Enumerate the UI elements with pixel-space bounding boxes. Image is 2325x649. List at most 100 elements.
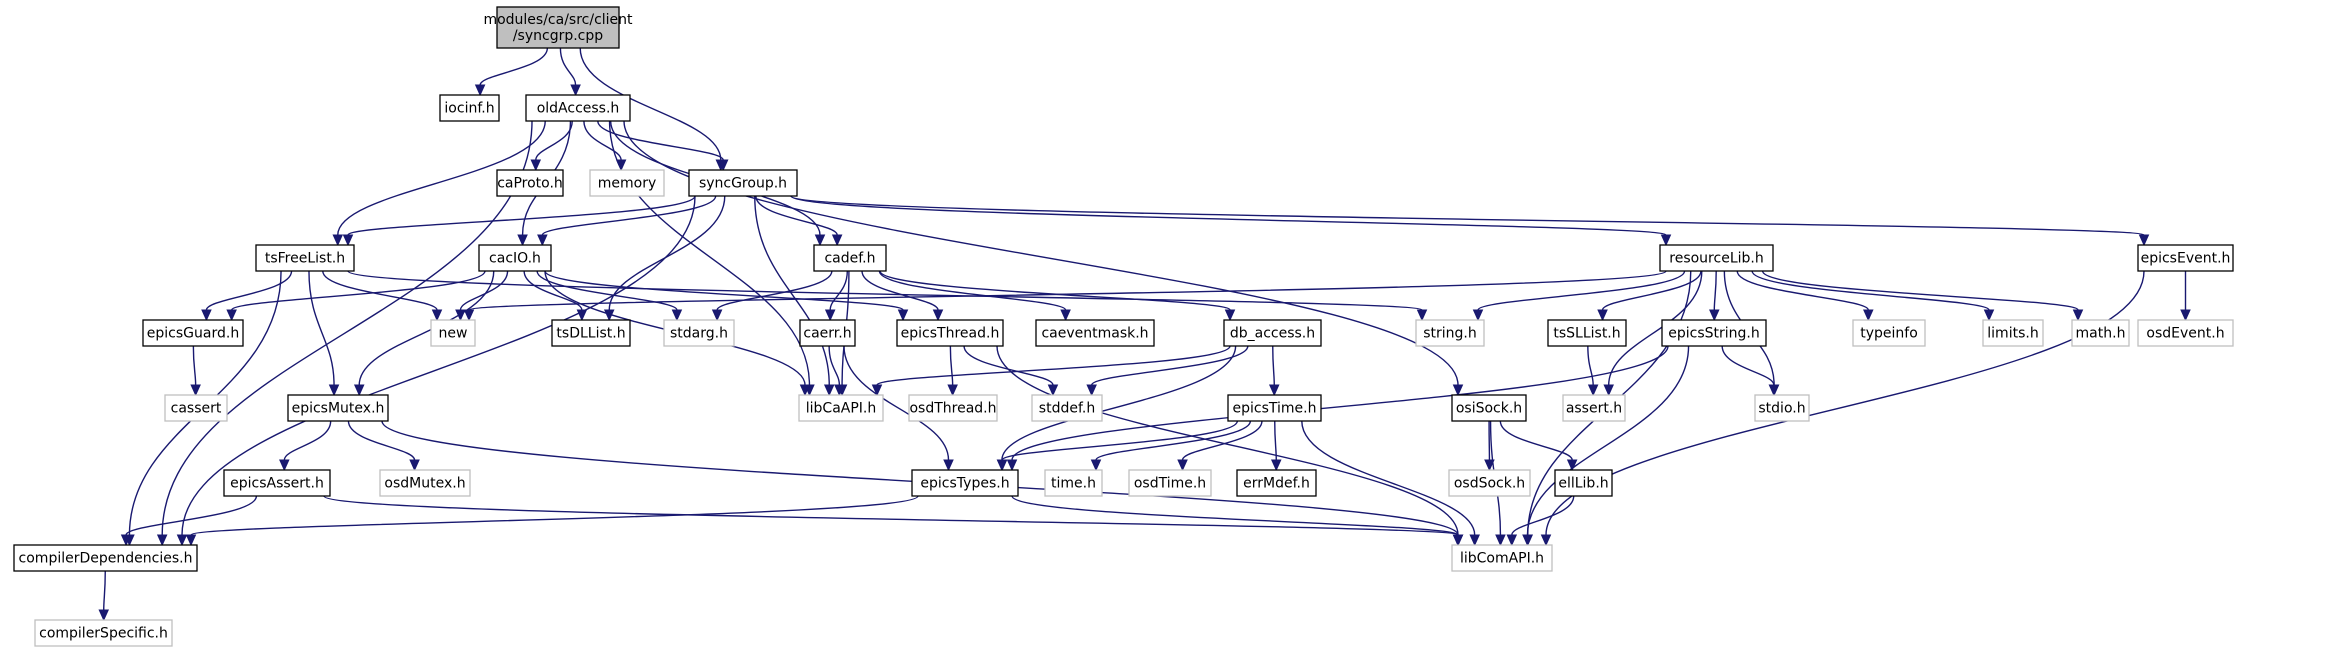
node-stddef[interactable]: stddef.h — [1031, 394, 1103, 422]
node-ellLib[interactable]: ellLib.h — [1554, 469, 1613, 497]
node-label: cassert — [171, 401, 222, 417]
node-libCaAPI[interactable]: libCaAPI.h — [798, 394, 884, 422]
arrow-head-icon — [156, 534, 168, 547]
node-label: osdThread.h — [909, 401, 996, 417]
node-caerr[interactable]: caerr.h — [799, 319, 856, 347]
node-epicsTime[interactable]: epicsTime.h — [1227, 394, 1322, 422]
node-osdMutex[interactable]: osdMutex.h — [379, 469, 471, 497]
node-caProto[interactable]: caProto.h — [496, 169, 564, 197]
node-assert[interactable]: assert.h — [1562, 394, 1626, 422]
edge-ellLib-to-libComAPI — [1506, 495, 1575, 547]
node-stdarg[interactable]: stdarg.h — [663, 319, 735, 347]
node-label: tsDLList.h — [556, 326, 625, 342]
node-box — [287, 394, 389, 422]
arrow-head-icon — [1270, 459, 1282, 472]
edge-line — [1721, 345, 1775, 386]
edge-epicsTime-to-libComAPI — [1301, 420, 1480, 547]
edge-line — [829, 270, 848, 311]
edge-cacIO-to-epicsMutex — [353, 270, 495, 397]
node-tsFreeList[interactable]: tsFreeList.h — [255, 244, 355, 272]
node-box — [379, 469, 471, 497]
node-epicsThread[interactable]: epicsThread.h — [896, 319, 1004, 347]
arrow-head-icon — [1472, 309, 1484, 322]
node-epicsMutex[interactable]: epicsMutex.h — [287, 394, 389, 422]
edge-epicsMutex-to-osdMutex — [347, 420, 420, 472]
edge-tsFreeList-to-new — [322, 270, 443, 322]
node-label: epicsString.h — [1668, 326, 1760, 342]
node-tsSLList[interactable]: tsSLList.h — [1547, 319, 1627, 347]
node-compilerDependencies[interactable]: compilerDependencies.h — [13, 544, 198, 572]
arrow-head-icon — [185, 534, 197, 547]
node-new[interactable]: new — [430, 319, 476, 347]
node-label: compilerDependencies.h — [19, 551, 193, 567]
node-label: db_access.h — [1230, 326, 1315, 342]
node-epicsTypes[interactable]: epicsTypes.h — [911, 469, 1019, 497]
arrow-head-icon — [190, 384, 201, 397]
node-syncGroup[interactable]: syncGroup.h — [688, 169, 798, 197]
edge-epicsThread-to-osdThread — [947, 345, 958, 397]
node-math[interactable]: math.h — [2071, 319, 2130, 347]
node-caeventmask[interactable]: caeventmask.h — [1035, 319, 1155, 347]
node-box — [1554, 469, 1613, 497]
node-errMdef[interactable]: errMdef.h — [1236, 469, 1317, 497]
node-epicsGuard[interactable]: epicsGuard.h — [142, 319, 244, 347]
node-label: osdTime.h — [1134, 476, 1206, 492]
arrow-head-icon — [1047, 384, 1059, 397]
node-cadef[interactable]: cadef.h — [813, 244, 887, 272]
edge-line — [963, 345, 1054, 386]
node-epicsEvent[interactable]: epicsEvent.h — [2137, 244, 2234, 272]
node-cassert[interactable]: cassert — [164, 394, 228, 422]
edge-caerr-to-libCaAPI — [828, 345, 845, 397]
node-limits[interactable]: limits.h — [1982, 319, 2044, 347]
arrow-head-icon — [1660, 234, 1672, 247]
arrow-head-icon — [897, 309, 909, 322]
node-tsDLList[interactable]: tsDLList.h — [551, 319, 631, 347]
edge-oldAccess-to-libCaAPI — [608, 120, 815, 397]
node-box — [496, 169, 564, 197]
node-epicsString[interactable]: epicsString.h — [1661, 319, 1767, 347]
edge-line — [559, 47, 577, 86]
edge-oldAccess-to-osiSock — [623, 120, 1464, 397]
node-osdEvent[interactable]: osdEvent.h — [2137, 319, 2234, 347]
node-db-access[interactable]: db_access.h — [1223, 319, 1322, 347]
node-oldAccess[interactable]: oldAccess.h — [525, 94, 631, 122]
arrow-head-icon — [530, 159, 542, 172]
node-osdSock[interactable]: osdSock.h — [1448, 469, 1531, 497]
node-box — [13, 544, 198, 572]
node-cacIO[interactable]: cacIO.h — [478, 244, 552, 272]
node-box — [1031, 394, 1103, 422]
edge-db-access-to-libCaAPI — [871, 345, 1231, 397]
arrow-head-icon — [1090, 459, 1102, 472]
node-stdio[interactable]: stdio.h — [1754, 394, 1810, 422]
node-osdTime[interactable]: osdTime.h — [1128, 469, 1212, 497]
node-time[interactable]: time.h — [1044, 469, 1103, 497]
edge-resourceLib-to-epicsString — [1709, 270, 1720, 322]
edge-resourceLib-to-new — [463, 270, 1667, 322]
node-osiSock[interactable]: osiSock.h — [1451, 394, 1527, 422]
node-typeinfo[interactable]: typeinfo — [1852, 319, 1926, 347]
node-osdThread[interactable]: osdThread.h — [908, 394, 998, 422]
arrow-head-icon — [1452, 534, 1464, 547]
node-libComAPI[interactable]: libComAPI.h — [1451, 544, 1553, 572]
edge-epicsThread-to-libComAPI — [996, 345, 1464, 547]
node-string[interactable]: string.h — [1415, 319, 1485, 347]
node-label: memory — [598, 176, 657, 192]
node-compilerSpecific[interactable]: compilerSpecific.h — [34, 619, 173, 647]
edge-line — [544, 270, 904, 311]
node-iocinf[interactable]: iocinf.h — [439, 94, 500, 122]
node-label: osdMutex.h — [384, 476, 465, 492]
node-box — [799, 319, 856, 347]
node-memory[interactable]: memory — [589, 169, 665, 197]
node-resourceLib[interactable]: resourceLib.h — [1659, 244, 1774, 272]
edge-line — [949, 345, 954, 386]
arrow-head-icon — [409, 459, 420, 472]
edge-line — [1608, 270, 1703, 386]
edge-oldAccess-to-caProto — [530, 120, 573, 172]
node-box — [1659, 244, 1774, 272]
arrow-head-icon — [1416, 309, 1428, 322]
node-box — [1236, 469, 1317, 497]
node-epicsAssert[interactable]: epicsAssert.h — [223, 469, 331, 497]
node-root[interactable]: modules/ca/src/client/syncgrp.cpp — [483, 6, 633, 49]
edge-line — [623, 120, 1459, 386]
node-label: stdio.h — [1758, 401, 1805, 417]
